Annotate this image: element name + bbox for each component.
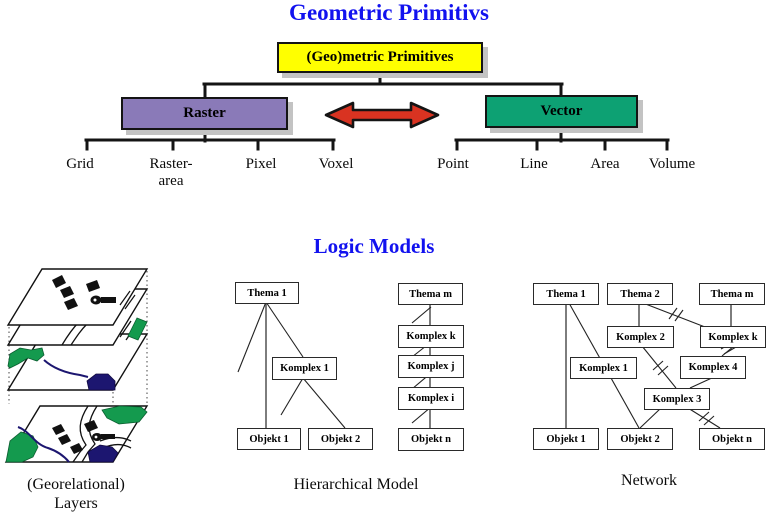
leaf-voxel: Voxel bbox=[318, 156, 354, 172]
net-box-thema-2: Thema 2 bbox=[607, 283, 673, 305]
leaf-area: Area bbox=[590, 156, 620, 172]
leaf-volume: Volume bbox=[648, 156, 696, 172]
hier-box-komplex-k: Komplex k bbox=[398, 325, 464, 348]
hier-box-objekt-2: Objekt 2 bbox=[308, 428, 373, 450]
hier-box-komplex-j: Komplex j bbox=[398, 355, 464, 378]
net-box-komplex-3: Komplex 3 bbox=[644, 388, 710, 410]
layers-illustration bbox=[4, 268, 149, 463]
layer-lines bbox=[6, 288, 149, 346]
caption-network: Network bbox=[621, 472, 677, 489]
layer-composite bbox=[4, 405, 149, 463]
net-box-thema-m: Thema m bbox=[699, 283, 765, 305]
net-box-objekt-1: Objekt 1 bbox=[533, 428, 599, 450]
vector-box: Vector bbox=[485, 95, 638, 128]
root-box-geometric-primitives: (Geo)metric Primitives bbox=[277, 42, 483, 73]
leaf-line: Line bbox=[520, 156, 548, 172]
net-box-komplex-4: Komplex 4 bbox=[680, 356, 746, 379]
caption-hierarchical-model: Hierarchical Model bbox=[293, 476, 419, 493]
leaf-pixel: Pixel bbox=[245, 156, 277, 172]
hier-box-thema-m: Thema m bbox=[398, 283, 463, 305]
net-box-objekt-n: Objekt n bbox=[699, 428, 765, 450]
net-box-komplex-1: Komplex 1 bbox=[570, 357, 637, 379]
caption-georelational-layers: (Georelational) Layers bbox=[27, 476, 125, 512]
section-title-logic-models: Logic Models bbox=[313, 234, 435, 258]
net-box-thema-1: Thema 1 bbox=[533, 283, 599, 305]
leaf-raster-area: Raster- area bbox=[149, 156, 193, 189]
net-box-komplex-2: Komplex 2 bbox=[607, 326, 674, 348]
hier-box-komplex-1: Komplex 1 bbox=[272, 357, 337, 380]
net-box-komplex-k: Komplex k bbox=[700, 326, 766, 348]
net-box-objekt-2: Objekt 2 bbox=[607, 428, 673, 450]
raster-vector-arrow-icon bbox=[324, 101, 440, 129]
hier-box-thema-1: Thema 1 bbox=[235, 282, 299, 304]
leaf-grid: Grid bbox=[66, 156, 94, 172]
section-title-geometric-primitives: Geometric Primitivs bbox=[289, 0, 489, 25]
raster-box: Raster bbox=[121, 97, 288, 130]
leaf-point: Point bbox=[437, 156, 469, 172]
hier-box-objekt-n: Objekt n bbox=[398, 428, 464, 451]
layer-areas bbox=[6, 333, 149, 391]
hier-box-objekt-1: Objekt 1 bbox=[237, 428, 301, 450]
layer-points bbox=[6, 268, 149, 326]
hier-box-komplex-i: Komplex i bbox=[398, 387, 464, 410]
